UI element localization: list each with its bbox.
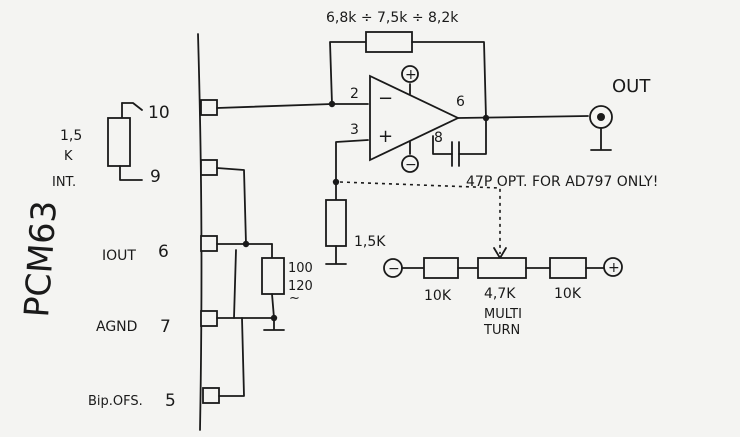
int-res-top-lead (121, 102, 143, 111)
int-res-note: INT. (52, 175, 76, 190)
pin-pad-9 (200, 159, 218, 176)
trim-pot-note-1: MULTI (484, 307, 522, 322)
wire-pin9 (216, 167, 247, 245)
output-label: OUT (612, 76, 651, 97)
op-amp: − + 2 3 6 8 + − (350, 65, 465, 173)
pin-number-9: 9 (150, 167, 161, 187)
feedback-left-wire (329, 41, 367, 105)
op-amp-pin-3: 3 (350, 122, 359, 138)
output-jack-center (597, 113, 605, 121)
trim-neg-symbol: − (388, 261, 400, 277)
int-res-bottom-lead (119, 165, 143, 181)
feedback-right-wire (411, 41, 487, 119)
op-amp-triangle (369, 74, 461, 162)
pin-number-10: 10 (148, 103, 170, 123)
pin-name-bip-ofs: Bip.OFS. (88, 394, 143, 409)
pin-pad-6 (200, 235, 218, 252)
int-res-body (107, 117, 131, 167)
comp-cap-left-wire (432, 135, 453, 155)
input-res-ground (325, 245, 347, 265)
op-amp-plus: + (378, 126, 393, 147)
junction-output (482, 114, 490, 122)
trim-resistor-2 (549, 257, 587, 279)
supply-pos-symbol: + (405, 67, 417, 83)
agnd-ground (263, 317, 285, 331)
trim-r2-label: 10K (554, 286, 582, 302)
wire-pin10-to-inv (216, 103, 369, 109)
pin-name-agnd: AGND (96, 319, 137, 335)
trim-pos-symbol: + (608, 260, 620, 276)
wire-pin5 (218, 249, 245, 397)
input-res-body (325, 199, 347, 247)
chip-edge-line (197, 33, 203, 431)
offset-trim-network: − + 10K 4,7K MULTI TURN 10K (383, 257, 623, 338)
feedback-network: 6,8k ÷ 7,5k ÷ 8,2k (326, 10, 487, 119)
rc-bottom-wire (271, 293, 275, 319)
pin-pad-10 (200, 99, 218, 116)
pin-name-iout: IOUT (102, 248, 136, 264)
junction-pin6 (242, 240, 250, 248)
comp-cap-label: 47P OPT. FOR AD797 ONLY! (466, 174, 658, 190)
supply-neg-circle (401, 155, 419, 173)
trim-pot-note-2: TURN (483, 323, 520, 338)
trim-pos-supply (603, 257, 623, 277)
comp-cap-right-wire (458, 117, 487, 155)
offset-dashed-link (339, 181, 501, 254)
feedback-resistor (365, 31, 413, 53)
supply-pos-circle (401, 65, 419, 83)
rc-network-body (261, 257, 285, 295)
compensation-capacitor: 47P OPT. FOR AD797 ONLY! (432, 117, 658, 190)
rc-label-top: 100 (288, 261, 313, 276)
pcm63-chip: PCM63 10 9 6 7 5 IOUT AGND Bip.OFS. (17, 33, 220, 431)
pin-number-7: 7 (160, 317, 171, 337)
output-jack: OUT (589, 76, 651, 151)
pin-pad-5 (202, 387, 220, 404)
rc-tilde: ~ (289, 291, 300, 306)
chip-name: PCM63 (17, 199, 65, 318)
op-amp-minus: − (378, 88, 393, 109)
pin-number-6: 6 (158, 242, 169, 262)
input-res-label: 1,5K (354, 234, 386, 250)
rc-label-bottom: 120 (288, 279, 313, 294)
trim-resistor-1 (423, 257, 459, 279)
feedback-resistor-label: 6,8k ÷ 7,5k ÷ 8,2k (326, 10, 459, 26)
supply-neg-symbol: − (405, 157, 417, 173)
comp-cap-plates (451, 141, 460, 167)
int-res-unit: K (64, 149, 73, 164)
pin-number-5: 5 (165, 391, 176, 411)
op-amp-pin-2: 2 (350, 86, 359, 102)
internal-resistor: 1,5 K INT. (52, 102, 143, 190)
wire-noninv-down (335, 139, 369, 183)
wire-output (457, 115, 589, 119)
op-amp-pin-8: 8 (434, 130, 443, 146)
pin-pad-7 (200, 310, 218, 327)
int-res-value: 1,5 (60, 128, 82, 144)
input-resistor: 1,5K (325, 181, 386, 265)
trim-r1-label: 10K (424, 288, 452, 304)
trim-potentiometer (477, 257, 527, 279)
output-jack-ground (590, 127, 612, 151)
trim-pot-label: 4,7K (484, 286, 516, 302)
chip-pin-wiring: 100 120 ~ (216, 167, 313, 397)
op-amp-pin-6: 6 (456, 94, 465, 110)
